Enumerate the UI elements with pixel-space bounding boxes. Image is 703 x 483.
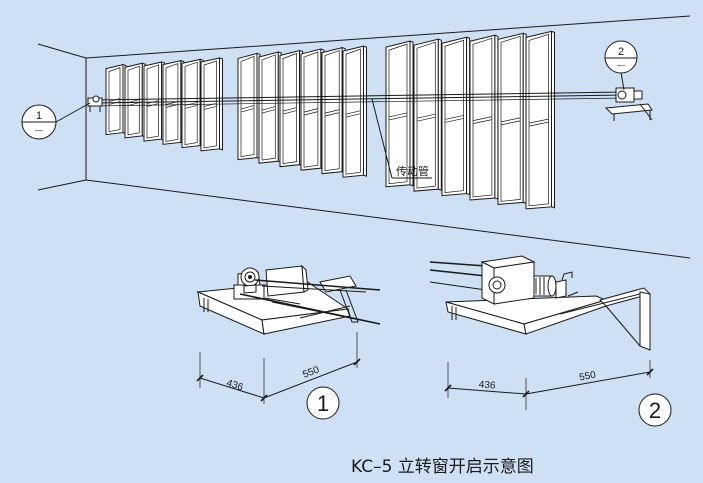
callout-1-number: 1 <box>36 110 42 122</box>
window-sash-5 <box>181 58 204 149</box>
window-sash-7 <box>237 52 261 161</box>
window-sash-4 <box>162 59 185 145</box>
window-sash-8 <box>258 51 282 164</box>
window-sash-9 <box>279 49 304 168</box>
window-sash-10 <box>300 48 325 171</box>
window-sash-11 <box>321 46 346 175</box>
callout-2-number: 2 <box>618 46 624 58</box>
diagram-title: KC–5 立转窗开启示意图 <box>351 457 534 477</box>
left-bracket <box>87 95 103 112</box>
detail-1-dim-b: 550 <box>301 364 321 380</box>
detail-2-badge: 2 <box>649 398 661 423</box>
window-panels <box>105 30 555 210</box>
callout-2: 2 — <box>604 40 638 91</box>
callout-2-sub: — <box>617 61 625 70</box>
detail-2-dim-b: 550 <box>578 370 597 384</box>
detail-2-dim-a: 436 <box>478 379 496 391</box>
window-sash-17 <box>497 32 527 205</box>
wall-perspective <box>37 15 691 259</box>
tube-leader: 传动管 <box>371 98 432 179</box>
window-sash-15 <box>441 36 471 197</box>
detail-1-dim-a: 436 <box>225 378 245 394</box>
window-sash-12 <box>342 45 367 178</box>
detail-1-badge: 1 <box>317 391 329 416</box>
window-sash-13 <box>385 40 414 188</box>
window-sash-18 <box>525 30 555 210</box>
window-sash-2 <box>124 62 146 139</box>
tube-label: 传动管 <box>396 164 429 178</box>
window-sash-14 <box>413 38 442 192</box>
detail-2: 436 550 2 <box>429 255 672 427</box>
transmission-tube <box>92 91 626 107</box>
detail-1: 436 550 1 <box>196 264 381 420</box>
callout-1-sub: — <box>35 126 43 135</box>
window-sash-16 <box>469 34 499 201</box>
callout-1: 1 — <box>21 102 91 140</box>
right-motor <box>604 87 653 121</box>
